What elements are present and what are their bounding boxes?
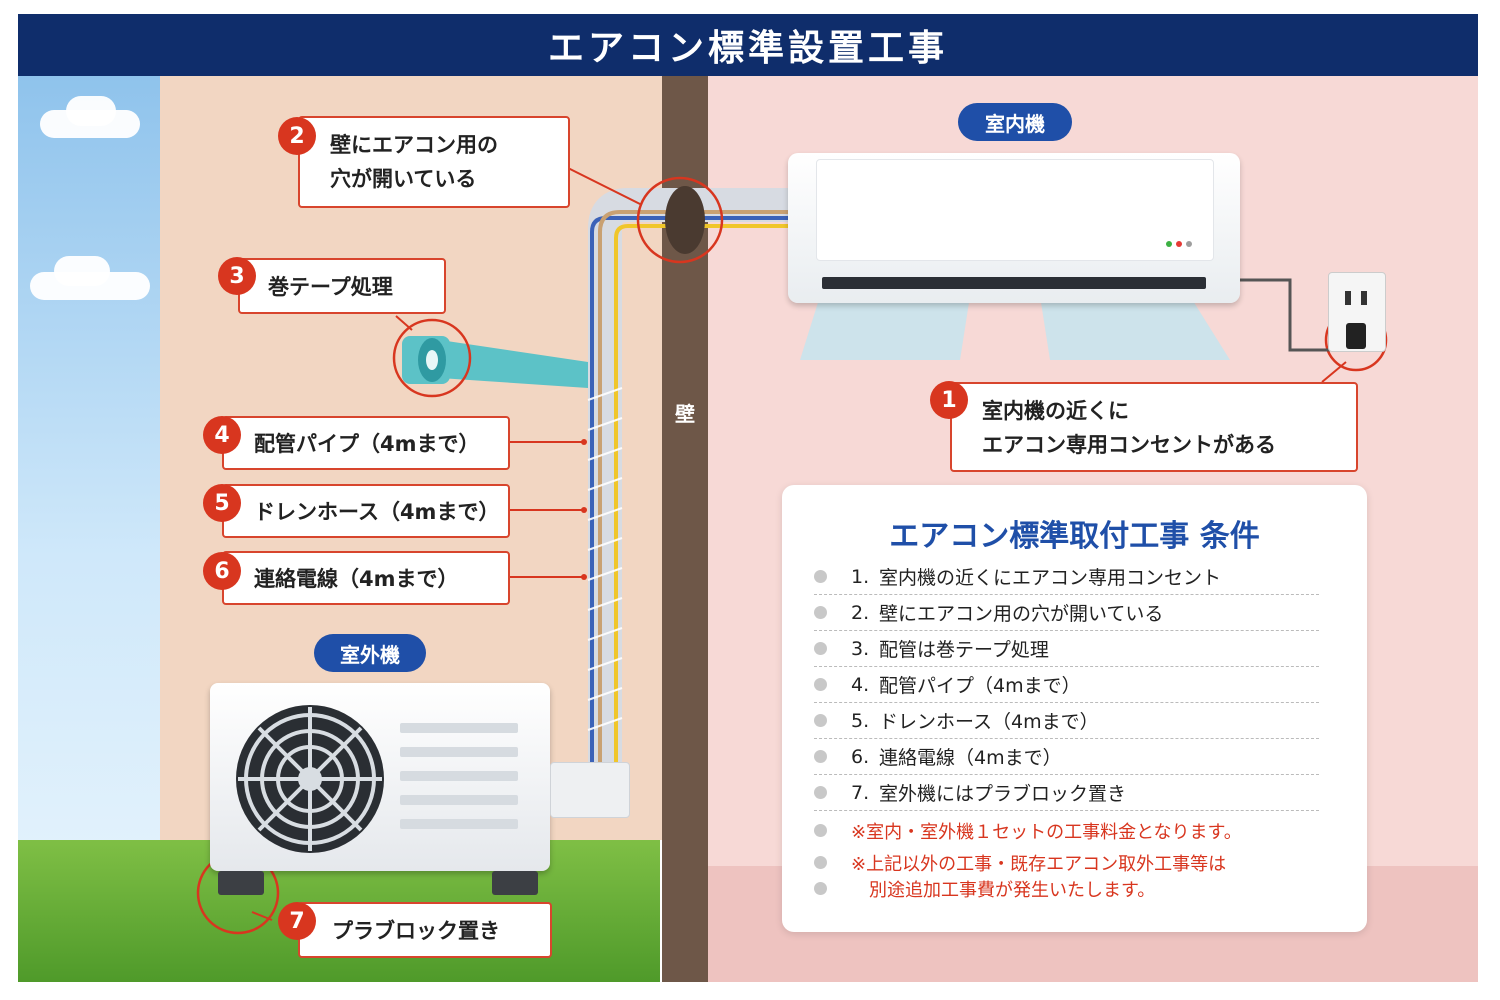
- bullet-icon: [814, 678, 827, 691]
- note-1: ※室内・室外機１セットの工事料金となります。: [814, 819, 1242, 846]
- callout-5-badge: 5: [203, 484, 241, 522]
- bullet-icon: [814, 606, 827, 619]
- bullet-icon: [814, 856, 827, 869]
- condition-item: 7.室外機にはプラブロック置き: [814, 775, 1319, 811]
- outdoor-ac-unit: [210, 683, 550, 871]
- bullet-icon: [814, 642, 827, 655]
- outdoor-vent-slats: [400, 723, 518, 843]
- pipe-tan: [598, 210, 790, 780]
- tape-wrap-lines: [587, 387, 623, 731]
- tape-callout-circle: [392, 318, 472, 398]
- condition-item: 4.配管パイプ（4mまで）: [814, 667, 1319, 703]
- callout-2-badge: 2: [278, 117, 316, 155]
- plastic-block-left: [218, 871, 264, 895]
- bullet-icon: [814, 882, 827, 895]
- bullet-icon: [814, 824, 827, 837]
- pipe-bundle-outer: [588, 188, 790, 780]
- callout-4-pipe: 配管パイプ（4mまで）: [222, 416, 510, 470]
- callout-1-outlet: 室内機の近くに エアコン専用コンセントがある: [950, 382, 1358, 472]
- wall-hole-callout-circle: [636, 176, 724, 264]
- indoor-unit-label: 室内機: [958, 103, 1072, 141]
- wall-label: 壁: [675, 402, 695, 426]
- bullet-icon: [814, 714, 827, 727]
- condition-item: 6.連絡電線（4mまで）: [814, 739, 1319, 775]
- conditions-panel: エアコン標準取付工事 条件 1.室内機の近くにエアコン専用コンセント 2.壁にエ…: [782, 485, 1367, 932]
- pipe-yellow: [614, 224, 790, 780]
- pipe-cover-box: [550, 762, 630, 818]
- bullet-icon: [814, 570, 827, 583]
- callout-7-badge: 7: [278, 902, 316, 940]
- outdoor-unit-label: 室外機: [314, 634, 426, 672]
- bullet-icon: [814, 786, 827, 799]
- plastic-block-right: [492, 871, 538, 895]
- callout-6-badge: 6: [203, 552, 241, 590]
- ac-indicator-lights: [1166, 241, 1192, 249]
- ac-front-panel: [816, 159, 1214, 261]
- callout-6-wire: 連絡電線（4mまで）: [222, 551, 510, 605]
- cloud-icon: [66, 96, 116, 126]
- fan-grille-icon: [236, 705, 384, 853]
- wall-outlet-icon: [1328, 272, 1386, 352]
- power-cord: [1238, 278, 1350, 352]
- condition-item: 5.ドレンホース（4mまで）: [814, 703, 1319, 739]
- callout-7-block: プラブロック置き: [298, 902, 552, 958]
- bullet-icon: [814, 750, 827, 763]
- conditions-list: 1.室内機の近くにエアコン専用コンセント 2.壁にエアコン用の穴が開いている 3…: [814, 559, 1319, 811]
- condition-item: 1.室内機の近くにエアコン専用コンセント: [814, 559, 1319, 595]
- callout-1-badge: 1: [930, 381, 968, 419]
- condition-item: 2.壁にエアコン用の穴が開いている: [814, 595, 1319, 631]
- note-3: 別途追加工事費が発生いたします。: [814, 877, 1155, 904]
- airflow-left: [800, 296, 970, 360]
- plug-icon: [1346, 323, 1366, 349]
- page-title: エアコン標準設置工事: [18, 14, 1478, 76]
- ac-vent-slot: [822, 277, 1206, 289]
- condition-item: 3.配管は巻テープ処理: [814, 631, 1319, 667]
- callout-3-tape: 巻テープ処理: [238, 258, 446, 314]
- conditions-title: エアコン標準取付工事 条件: [889, 519, 1260, 554]
- note-2: ※上記以外の工事・既存エアコン取外工事等は: [814, 851, 1226, 878]
- tape-strip: [440, 340, 588, 388]
- callout-2-wall-hole: 壁にエアコン用の 穴が開いている: [298, 116, 570, 208]
- callout-3-badge: 3: [218, 257, 256, 295]
- sky-background: [18, 76, 160, 876]
- indoor-ac-unit: [788, 153, 1240, 303]
- callout-4-badge: 4: [203, 416, 241, 454]
- callout-5-drain: ドレンホース（4mまで）: [222, 484, 510, 538]
- cloud-icon: [54, 256, 110, 286]
- airflow-right: [1040, 296, 1230, 360]
